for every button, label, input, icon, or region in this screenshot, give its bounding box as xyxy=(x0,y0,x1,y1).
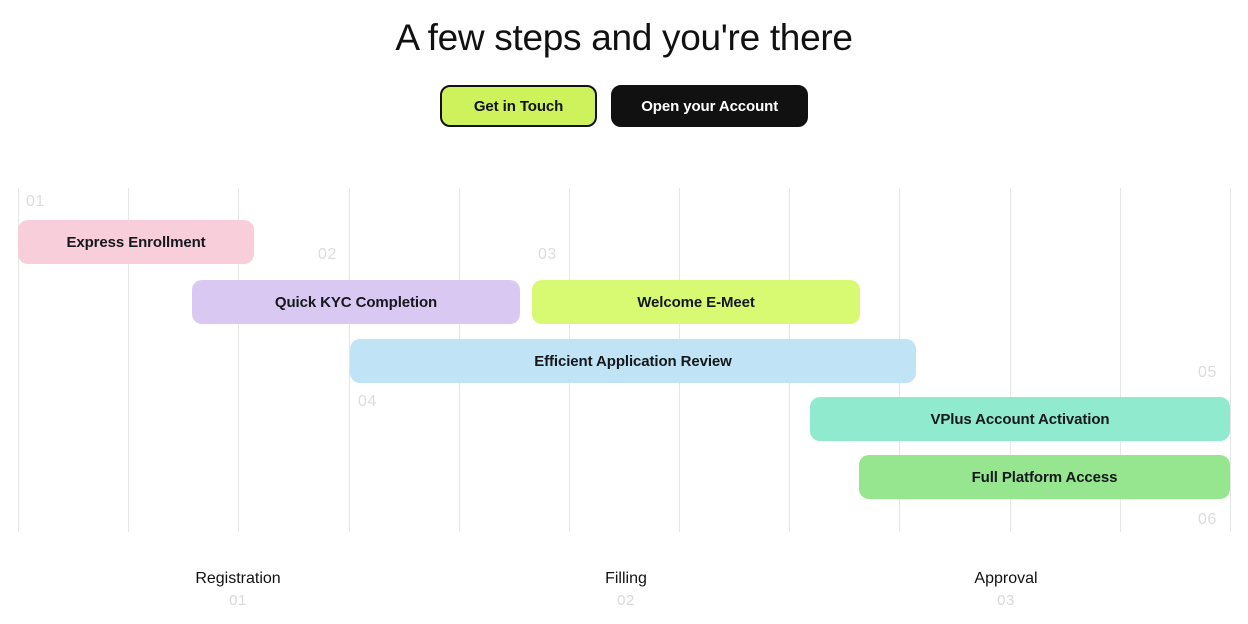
phase-group: Filling 02 xyxy=(605,568,647,612)
open-your-account-button[interactable]: Open your Account xyxy=(611,85,809,127)
step-number: 05 xyxy=(1198,364,1217,381)
phase-number: 02 xyxy=(617,592,635,609)
phase-number: 01 xyxy=(229,592,247,609)
gridline xyxy=(1230,188,1231,532)
page-title: A few steps and you're there xyxy=(395,17,853,58)
step-number: 01 xyxy=(26,193,45,210)
gridline xyxy=(18,188,19,532)
step-number: 06 xyxy=(1198,511,1217,528)
phase-number: 03 xyxy=(997,592,1015,609)
phase-name: Filling xyxy=(605,570,647,587)
gridline xyxy=(1010,188,1011,532)
gridline xyxy=(1120,188,1121,532)
step-number: 03 xyxy=(538,246,557,263)
gantt-bar[interactable]: Express Enrollment xyxy=(18,220,254,264)
phase-group: Registration 01 xyxy=(195,568,280,612)
gridline xyxy=(128,188,129,532)
gridline xyxy=(238,188,239,532)
phase-group: Approval 03 xyxy=(974,568,1037,612)
gantt-bar[interactable]: Full Platform Access xyxy=(859,455,1230,499)
get-in-touch-button[interactable]: Get in Touch xyxy=(439,85,598,127)
phase-name: Approval xyxy=(974,570,1038,587)
gridline xyxy=(349,188,350,532)
gantt-bar[interactable]: VPlus Account Activation xyxy=(810,397,1230,441)
cta-button-row: Get in Touch Open your Account xyxy=(0,85,1248,127)
step-number: 02 xyxy=(318,246,337,263)
gantt-bar[interactable]: Quick KYC Completion xyxy=(192,280,520,324)
phase-name: Registration xyxy=(195,570,281,587)
gantt-bar[interactable]: Efficient Application Review xyxy=(350,339,916,383)
gantt-bar[interactable]: Welcome E-Meet xyxy=(532,280,860,324)
phase-axis: Registration 01 Filling 02 Approval 03 xyxy=(0,556,1248,616)
step-number: 04 xyxy=(358,393,377,410)
